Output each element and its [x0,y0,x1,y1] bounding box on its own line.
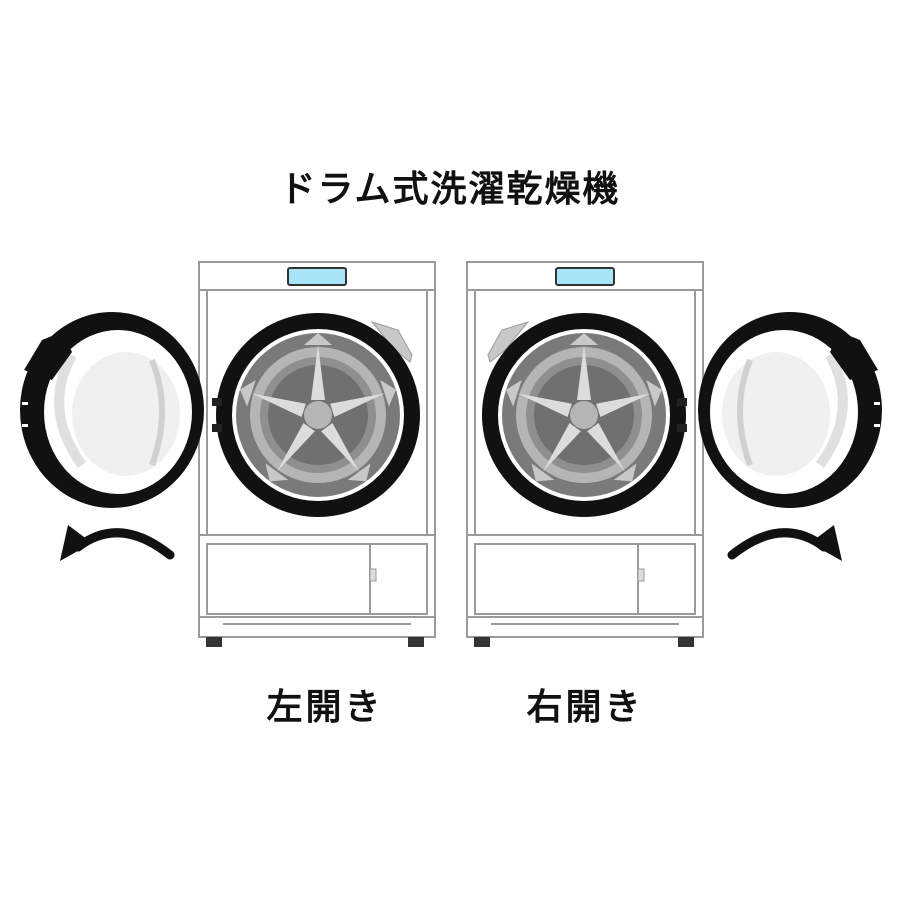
drum-icon [482,313,686,517]
washer-right-opening [466,261,882,647]
washer-left-opening [20,261,436,647]
curved-arrow-icon [60,525,170,561]
caption-right-opening: 右開き [526,687,644,728]
caption-left-opening: 左開き [266,687,384,728]
open-door-icon [698,312,882,508]
drum-icon [216,313,420,517]
open-door-icon [20,312,204,508]
curved-arrow-icon [732,525,842,561]
page-title: ドラム式洗濯乾燥機 [279,169,621,210]
